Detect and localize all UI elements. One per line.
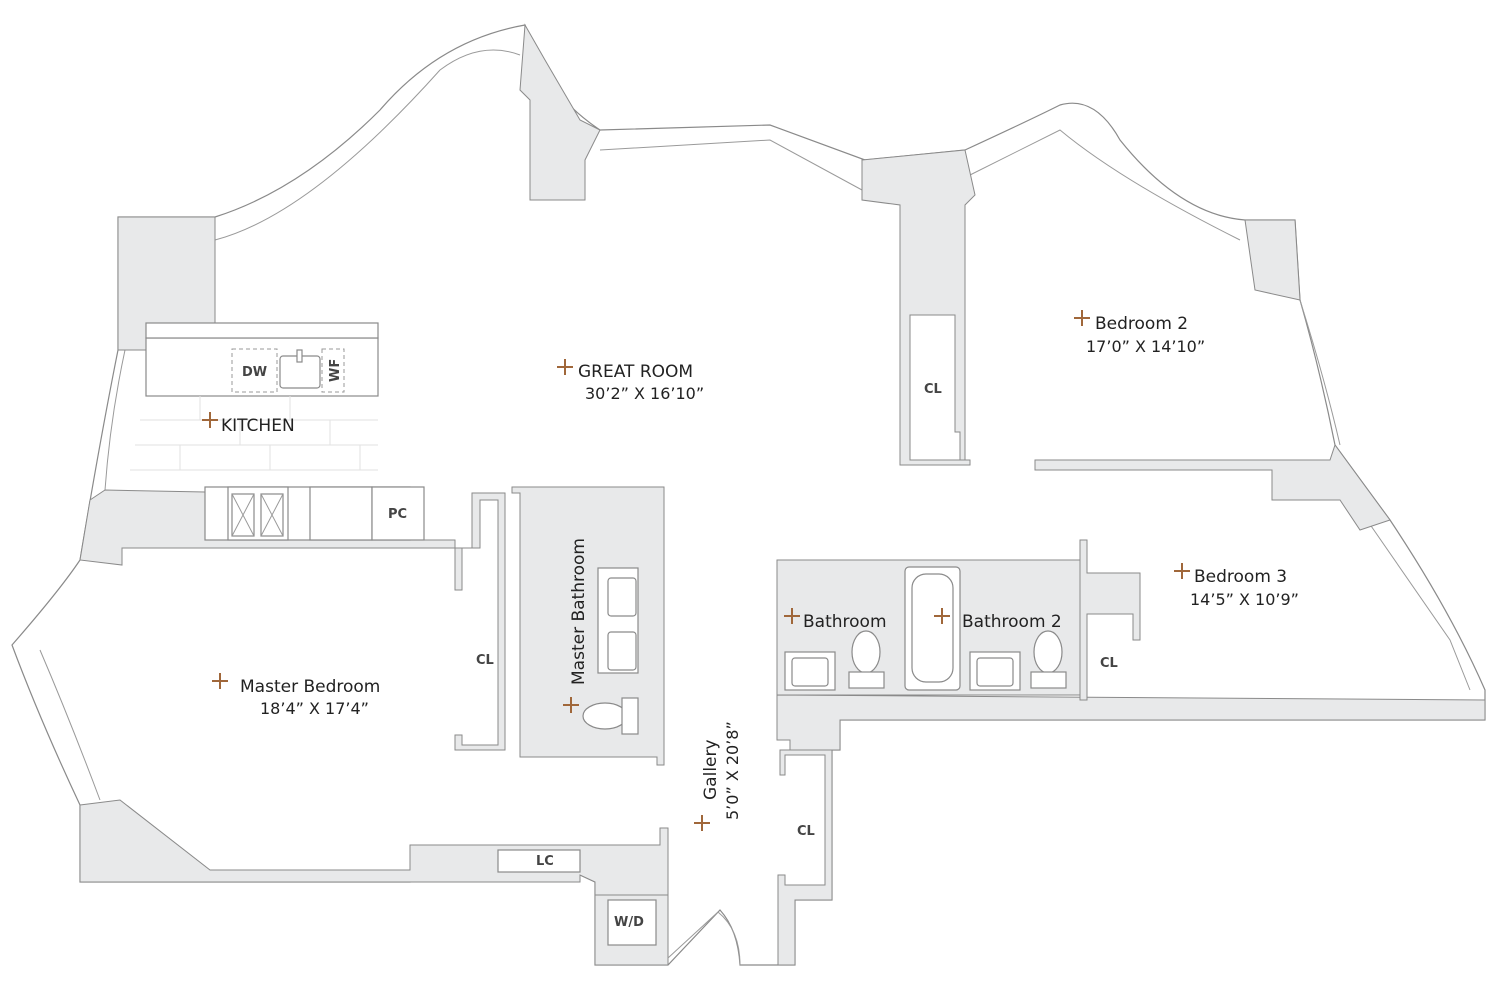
linen-closet-tag: LC: [536, 854, 554, 869]
wall: [1244, 219, 1301, 301]
refrigerator: [309, 486, 373, 541]
kitchen-label: KITCHEN: [221, 416, 295, 436]
linen-closet: [497, 849, 581, 873]
gallery-dims: 5’0” X 20’8”: [723, 721, 742, 820]
wall: [519, 23, 601, 201]
wall: [79, 489, 506, 751]
closet-tag: CL: [1100, 656, 1118, 671]
kitchen-tiles: [130, 396, 378, 471]
wall: [1079, 539, 1141, 701]
bedroom3-dims: 14’5” X 10’9”: [1190, 590, 1299, 609]
wine-fridge-tag: WF: [328, 359, 343, 382]
wall: [1034, 443, 1391, 531]
toilet: [851, 630, 881, 674]
great-room-dims: 30’2” X 16’10”: [585, 384, 704, 403]
master-bedroom-dims: 18’4” X 17’4”: [260, 699, 369, 718]
bathroom-label: Bathroom: [803, 612, 887, 632]
closet-tag: CL: [797, 824, 815, 839]
closet-tag: CL: [924, 382, 942, 397]
dishwasher-tag: DW: [242, 365, 267, 380]
master-bathroom-label: Master Bathroom: [569, 538, 589, 685]
washer-dryer-tag: W/D: [614, 915, 644, 930]
bedroom2-label: Bedroom 2: [1095, 314, 1188, 334]
master-bedroom-label: Master Bedroom: [240, 677, 380, 697]
wine-fridge: [321, 348, 345, 393]
washer-dryer: [607, 899, 657, 946]
wall: [777, 749, 833, 966]
toilet: [1033, 630, 1063, 674]
great-room-label: GREAT ROOM: [578, 362, 693, 382]
wall: [511, 486, 665, 766]
room-markers: [202, 310, 1190, 831]
bathroom2-label: Bathroom 2: [962, 612, 1062, 632]
wall: [776, 694, 1486, 751]
bedroom2-dims: 17’0” X 14’10”: [1086, 337, 1205, 356]
toilet: [582, 702, 628, 730]
pantry-tag: PC: [388, 507, 407, 522]
cooktop: [227, 486, 289, 541]
gallery-label: Gallery: [701, 739, 721, 800]
dishwasher: [231, 348, 278, 393]
bedroom3-label: Bedroom 3: [1194, 567, 1287, 587]
wall: [861, 149, 976, 466]
pantry-closet: [371, 486, 425, 541]
closet-tag: CL: [476, 653, 494, 668]
